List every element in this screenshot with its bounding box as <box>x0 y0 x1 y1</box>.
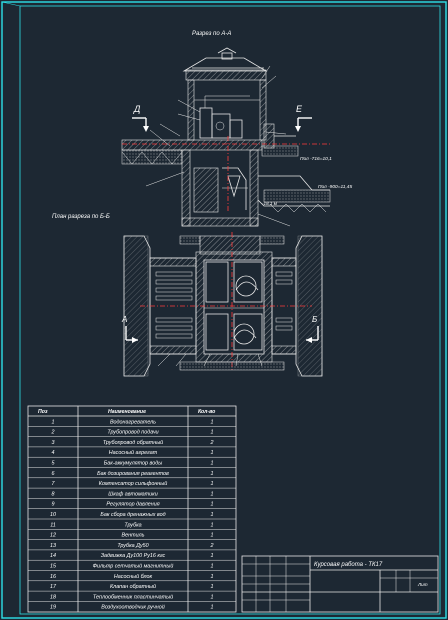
title-block-grid <box>241 555 439 613</box>
table-cell-name: Фильтр сетчатый магнитный <box>93 563 174 570</box>
table-cell-qty: 1 <box>211 430 214 436</box>
stamp-title: Курсовая работа - ТК17 <box>314 562 383 568</box>
elevation-mark-3: -18,1 м <box>262 201 278 206</box>
section-view <box>121 47 331 227</box>
table-cell-pos: 10 <box>50 512 56 518</box>
section-view-title: Разрез по А-А <box>192 31 231 37</box>
table-cell-pos: 15 <box>50 564 57 570</box>
table-header-pos: Поз <box>38 409 48 415</box>
table-cell-name: Трубопровод подачи <box>107 430 158 436</box>
table-cell-name: Трубопровод обратный <box>103 439 163 446</box>
table-cell-qty: 1 <box>211 481 214 487</box>
table-cell-qty: 1 <box>211 522 214 528</box>
table-cell-pos: 19 <box>50 605 56 611</box>
table-cell-qty: 1 <box>211 419 214 425</box>
table-cell-qty: 1 <box>211 512 214 518</box>
table-cell-qty: 1 <box>211 553 214 559</box>
table-cell-name: Регулятор давления <box>106 502 159 508</box>
table-cell-qty: 1 <box>211 594 214 600</box>
table-cell-pos: 16 <box>50 574 56 580</box>
table-cell-qty: 1 <box>211 564 214 570</box>
plan-view-title: План разреза по Б-Б <box>52 214 110 220</box>
table-cell-name: Задвижка Ду100 Ру16 кгс <box>101 553 166 559</box>
stamp-sheet-label: Лит <box>417 582 428 587</box>
table-cell-name: Клапан обратный <box>110 583 156 590</box>
elevation-mark-1: Пол -716=10,1 <box>300 156 332 162</box>
table-cell-name: Компенсатор сильфонный <box>99 480 167 487</box>
section-mark-d: Д <box>133 104 141 114</box>
table-cell-qty: 1 <box>211 605 214 611</box>
table-cell-pos: 18 <box>50 594 56 600</box>
table-cell-name: Трубка Ду50 <box>117 543 148 549</box>
table-cell-name: Трубка <box>124 522 141 528</box>
table-cell-name: Бак дозирования реагентов <box>97 471 169 477</box>
table-cell-name: Воздухоотводчик ручной <box>101 604 164 611</box>
section-mark-e: Е <box>296 104 303 114</box>
table-cell-name: Вентиль <box>122 533 145 539</box>
table-cell-qty: 1 <box>211 450 214 456</box>
table-cell-name: Теплообменник пластинчатый <box>93 593 173 600</box>
table-cell-qty: 1 <box>211 471 214 477</box>
table-cell-qty: 1 <box>211 574 214 580</box>
table-header-name: Наименование <box>108 409 146 415</box>
table-cell-name: Бак-аккумулятор воды <box>104 461 162 467</box>
table-cell-pos: 12 <box>50 533 56 539</box>
table-cell-pos: 4 <box>52 450 55 456</box>
table-cell-name: Насосный агрегат <box>109 449 158 456</box>
elevation-mark-2: Пол -900=11,45 <box>318 184 352 190</box>
table-cell-pos: 2 <box>51 430 55 436</box>
plan-view <box>123 232 323 377</box>
table-cell-name: Водонагреватель <box>110 419 156 425</box>
table-cell-pos: 9 <box>52 502 55 508</box>
section-mark-a: А <box>121 315 127 324</box>
table-cell-qty: 1 <box>211 491 214 497</box>
table-cell-name: Бак сбора дренажных вод <box>100 512 165 518</box>
table-cell-pos: 3 <box>52 440 55 446</box>
table-cell-pos: 13 <box>50 543 56 549</box>
table-cell-qty: 1 <box>211 502 214 508</box>
table-cell-pos: 5 <box>52 461 56 467</box>
table-cell-pos: 14 <box>50 553 56 559</box>
table-cell-pos: 7 <box>52 481 56 487</box>
table-cell-pos: 6 <box>52 471 55 477</box>
section-mark-b: Б <box>312 315 317 324</box>
table-header-qty: Кол-во <box>198 409 215 415</box>
table-cell-pos: 8 <box>52 491 55 497</box>
table-cell-qty: 1 <box>211 461 214 467</box>
table-cell-qty: 2 <box>210 543 214 549</box>
table-cell-qty: 1 <box>211 533 214 539</box>
table-cell-pos: 17 <box>50 584 57 590</box>
spec-table-grid <box>27 405 237 613</box>
table-cell-name: Насосный блок <box>114 573 153 580</box>
table-cell-qty: 2 <box>210 440 214 446</box>
table-cell-qty: 1 <box>211 584 214 590</box>
table-cell-name: Шкаф автоматики <box>108 491 157 497</box>
table-cell-pos: 1 <box>52 419 55 425</box>
table-cell-pos: 11 <box>50 522 56 528</box>
